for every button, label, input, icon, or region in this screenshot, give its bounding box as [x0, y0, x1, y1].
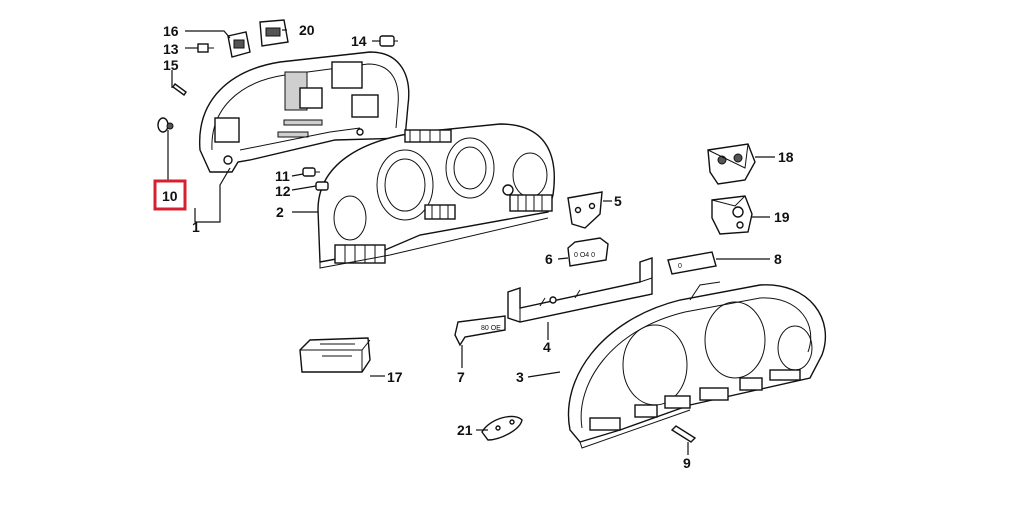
part-5-hole — [574, 206, 582, 214]
callout-9: 9 — [683, 455, 691, 471]
part-5-bracket — [567, 191, 603, 229]
callout-20: 20 — [299, 22, 315, 38]
part-11-bulb — [302, 167, 320, 177]
part-19-switch — [711, 195, 753, 235]
part-7-marking: 80 OE — [481, 325, 501, 332]
part-1-circuit-housing — [199, 51, 410, 173]
callout-11: 11 — [275, 168, 290, 184]
part-16-connector — [227, 31, 251, 58]
part-12-bulb — [315, 181, 329, 191]
callout-19: 19 — [774, 209, 790, 225]
part-3-cover — [567, 281, 827, 449]
callout-1: 1 — [192, 219, 200, 235]
callout-2: 2 — [276, 204, 284, 220]
part-18-switch — [707, 143, 756, 185]
part-5-hole — [588, 202, 596, 210]
part-13-screw — [197, 43, 214, 53]
part-8-indicator-strip — [667, 251, 717, 275]
part-20-connector — [259, 19, 289, 47]
part-8-marking: 0 — [678, 263, 682, 270]
callout-18: 18 — [778, 149, 794, 165]
callout-16: 16 — [163, 23, 179, 39]
callout-21: 21 — [457, 422, 473, 438]
part-7-strip — [454, 315, 506, 347]
part-21-plate — [481, 415, 523, 441]
callout-13: 13 — [163, 41, 179, 57]
part-2-cluster-frame — [317, 123, 555, 269]
callout-8: 8 — [774, 251, 782, 267]
leader-lines — [167, 29, 775, 455]
part-6-plate — [567, 237, 609, 267]
part-15-screw — [172, 83, 187, 96]
callout-17: 17 — [387, 369, 403, 385]
part-17-module — [299, 337, 371, 373]
callout-15: 15 — [163, 57, 179, 73]
callout-4: 4 — [543, 339, 551, 355]
callout-14: 14 — [351, 33, 367, 49]
callout-7: 7 — [457, 369, 465, 385]
callout-10: 10 — [162, 188, 178, 204]
callout-3: 3 — [516, 369, 524, 385]
callout-12: 12 — [275, 183, 291, 199]
highlight-box-10 — [153, 179, 187, 211]
part-9-pin — [670, 425, 697, 443]
callout-6: 6 — [545, 251, 553, 267]
part-6-marking: 0 O4 0 — [574, 252, 595, 259]
part-14-bulb — [379, 35, 398, 47]
part-10-bulb-socket — [157, 117, 174, 133]
part-4-tray — [507, 257, 653, 323]
callout-5: 5 — [614, 193, 622, 209]
